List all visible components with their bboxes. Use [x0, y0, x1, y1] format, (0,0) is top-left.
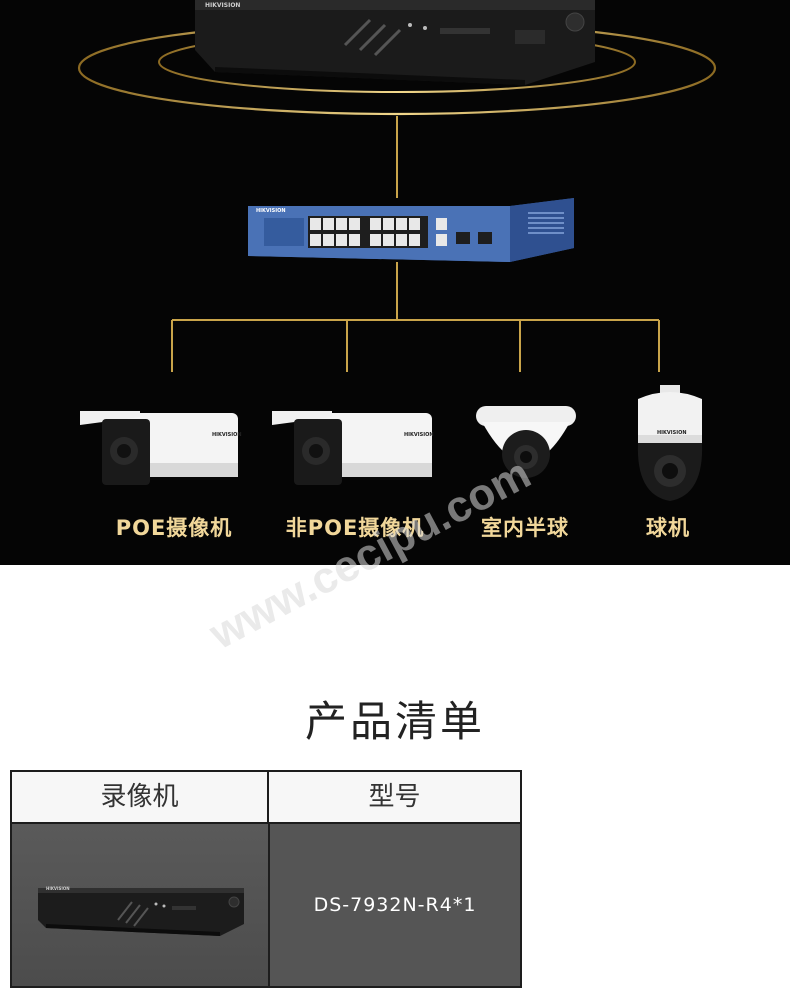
indoor-dome-camera-image — [476, 406, 576, 478]
camera-label-poe: POE摄像机 — [115, 516, 233, 540]
switch-brand-logo: HIKVISION — [256, 208, 286, 214]
network-diagram-panel: HIKVISION HIKVISION HIKVISION — [0, 0, 790, 565]
non-poe-camera-brand: HIKVISION — [404, 432, 434, 438]
table-header: 录像机 型号 — [12, 772, 520, 824]
poe-switch-image — [248, 198, 574, 262]
camera-label-speed-dome: 球机 — [646, 516, 690, 540]
header-model: 型号 — [368, 782, 421, 812]
table-row: HIKVISION DS-7932N-R4*1 — [12, 824, 520, 986]
model-cell: DS-7932N-R4*1 — [313, 894, 477, 916]
product-list-title: 产品清单 — [304, 697, 485, 746]
camera-label-non-poe: 非POE摄像机 — [285, 516, 425, 540]
header-recorder: 录像机 — [12, 772, 269, 822]
camera-label-indoor-dome: 室内半球 — [481, 516, 569, 540]
speed-dome-camera-image — [637, 385, 703, 501]
poe-camera-image — [80, 411, 238, 485]
non-poe-camera-image — [272, 411, 432, 485]
recorder-image-cell: HIKVISION — [12, 824, 270, 986]
nvr-brand-logo: HIKVISION — [205, 2, 241, 9]
nvr-device-image — [195, 0, 595, 85]
poe-camera-brand: HIKVISION — [212, 432, 242, 438]
nvr-product-brand: HIKVISION — [46, 886, 70, 891]
product-list-table: 录像机 型号 HIKVISION DS-7932N-R4*1 — [10, 770, 522, 988]
nvr-product-image — [38, 888, 244, 936]
speed-dome-brand: HIKVISION — [657, 430, 687, 436]
